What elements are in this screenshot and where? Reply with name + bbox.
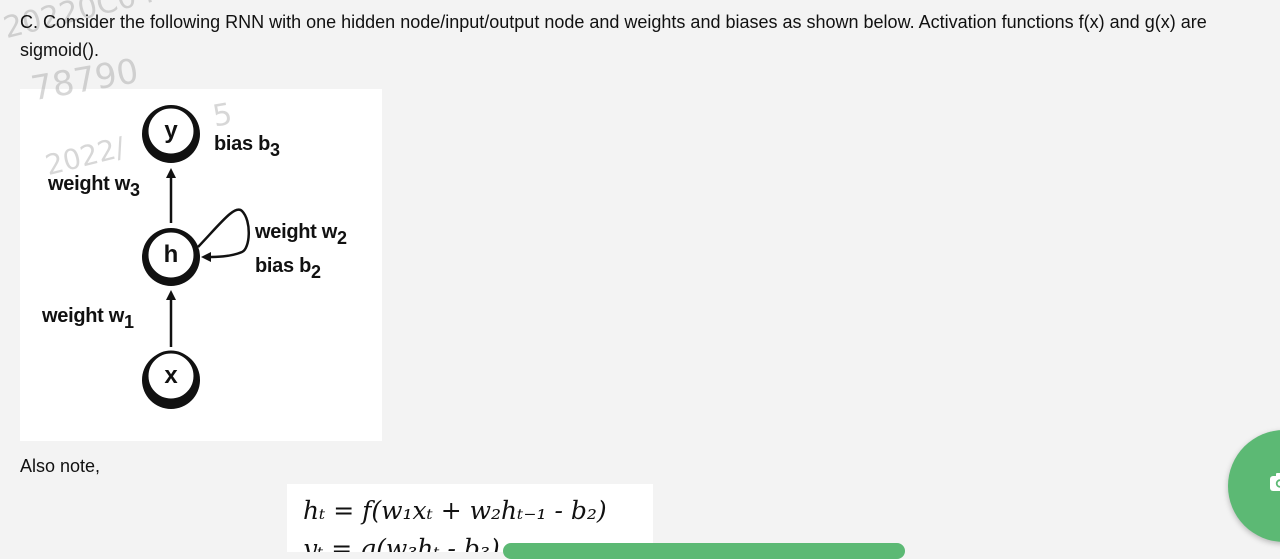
green-progress-bar[interactable] [503,543,905,559]
label-weight-w2: weight w2 [255,221,347,248]
node-x-label: x [164,362,178,389]
rnn-diagram-graphics [142,105,250,409]
equation-box: hₜ = f(w₁xₜ + w₂hₜ₋₁ - b₂) yₜ = g(w₃hₜ -… [287,484,653,552]
node-y [145,105,197,157]
also-note-text: Also note, [20,456,101,476]
equation-output: yₜ = g(w₃hₜ - b₃) [303,534,500,552]
camera-button[interactable] [1228,430,1280,542]
question-text: C. Consider the following RNN with one h… [20,12,1207,60]
label-weight-w1: weight w1 [42,305,134,332]
node-h-label: h [163,241,179,268]
rnn-diagram: y h x bias b3 weight w3 weight w2 bias b… [20,89,382,441]
node-h [145,229,197,281]
edge-h-self-loop [197,208,250,262]
node-y-label: y [164,117,178,144]
equation-hidden-state: hₜ = f(w₁xₜ + w₂hₜ₋₁ - b₂) [303,496,607,525]
label-weight-w3: weight w3 [48,173,140,200]
label-bias-b2: bias b2 [255,255,321,282]
node-x [145,350,197,402]
camera-icon [1270,473,1280,491]
label-bias-b3: bias b3 [214,133,280,160]
